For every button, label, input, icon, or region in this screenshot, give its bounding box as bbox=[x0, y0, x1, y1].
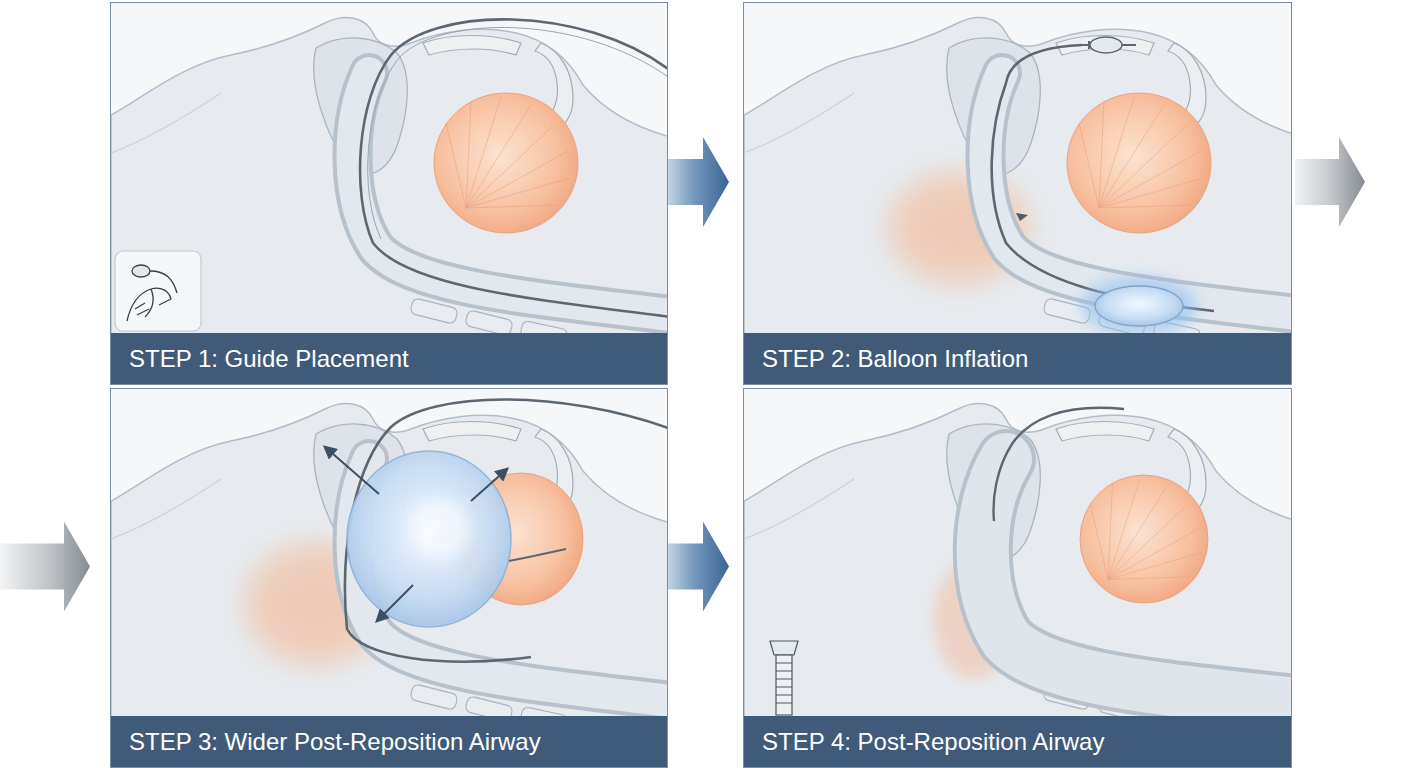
guide-wire bbox=[368, 27, 667, 239]
panel-4-illustration bbox=[744, 389, 1291, 719]
trachea-icon bbox=[776, 655, 792, 715]
trachea-icon bbox=[776, 663, 792, 703]
tongue-fibres bbox=[1079, 97, 1203, 208]
caption-bar: STEP 3: Wider Post-Reposition Airway bbox=[111, 716, 667, 767]
balloon bbox=[1095, 286, 1183, 326]
airway-wall bbox=[983, 459, 1291, 705]
guide-wire bbox=[345, 400, 667, 662]
guide-wire bbox=[992, 45, 1214, 311]
panel-2-illustration bbox=[744, 3, 1304, 346]
expansion-arrows bbox=[377, 585, 413, 621]
panel-1-illustration bbox=[111, 3, 667, 333]
block-arrow bbox=[0, 522, 90, 612]
balloon-highlight bbox=[411, 499, 471, 559]
trachea-icon bbox=[770, 641, 798, 655]
connectors bbox=[0, 137, 1365, 612]
step-panel: STEP 1: Guide Placement bbox=[110, 2, 668, 385]
airway-wall bbox=[353, 73, 667, 315]
hand-pump-icon bbox=[127, 288, 171, 321]
block-arrow bbox=[1295, 137, 1365, 227]
guide-wire bbox=[360, 19, 667, 317]
tongue-fibres bbox=[446, 97, 570, 208]
caption-bar: STEP 2: Balloon Inflation bbox=[744, 333, 1291, 384]
tongue-fibres bbox=[1090, 480, 1202, 580]
hand-pump-icon bbox=[115, 251, 201, 331]
caption-bar: STEP 1: Guide Placement bbox=[111, 333, 667, 384]
flow-arrow bbox=[668, 522, 729, 612]
tongue bbox=[1080, 475, 1208, 603]
guide-wire bbox=[994, 408, 1124, 521]
airway-lumen bbox=[353, 73, 667, 315]
head-section bbox=[744, 389, 1291, 719]
head-section bbox=[111, 389, 667, 719]
balloon-catheter bbox=[509, 549, 566, 561]
flow-arrow bbox=[0, 137, 1365, 612]
head-section bbox=[111, 3, 667, 333]
step-panel: STEP 4: Post-Reposition Airway bbox=[743, 388, 1292, 768]
panel-1-illustration bbox=[111, 3, 671, 346]
step-panel: STEP 3: Wider Post-Reposition Airway bbox=[110, 388, 668, 768]
panel-2-illustration bbox=[744, 3, 1291, 333]
flow-arrow bbox=[668, 137, 729, 227]
step-caption: STEP 2: Balloon Inflation bbox=[762, 345, 1277, 373]
expansion-arrows bbox=[325, 447, 507, 621]
step-caption: STEP 3: Wider Post-Reposition Airway bbox=[129, 728, 653, 756]
tube-connector bbox=[1082, 41, 1089, 49]
hand-pump-icon bbox=[115, 251, 201, 331]
hand-pump-icon bbox=[132, 265, 150, 277]
tube-connector bbox=[1122, 44, 1136, 46]
step-caption: STEP 1: Guide Placement bbox=[129, 345, 653, 373]
step-caption: STEP 4: Post-Reposition Airway bbox=[762, 728, 1277, 756]
panel-3-illustration bbox=[111, 389, 667, 719]
expansion-arrows bbox=[471, 469, 507, 501]
block-arrow bbox=[668, 522, 729, 612]
balloon bbox=[347, 451, 511, 627]
panel-4-illustration bbox=[744, 389, 1304, 732]
trachea-icon bbox=[770, 641, 798, 715]
expansion-arrows bbox=[325, 447, 379, 494]
tongue bbox=[1067, 93, 1211, 233]
caption-bar: STEP 4: Post-Reposition Airway bbox=[744, 716, 1291, 767]
balloon-glow bbox=[1081, 276, 1197, 333]
wire-marker bbox=[1016, 213, 1028, 221]
block-arrow bbox=[668, 137, 729, 227]
tongue bbox=[434, 93, 578, 233]
head-section bbox=[744, 3, 1291, 333]
step-panel: STEP 2: Balloon Inflation bbox=[743, 2, 1292, 385]
inflation-bulb bbox=[1090, 37, 1122, 53]
airway-lumen bbox=[983, 459, 1291, 705]
panel-3-illustration bbox=[111, 389, 671, 732]
